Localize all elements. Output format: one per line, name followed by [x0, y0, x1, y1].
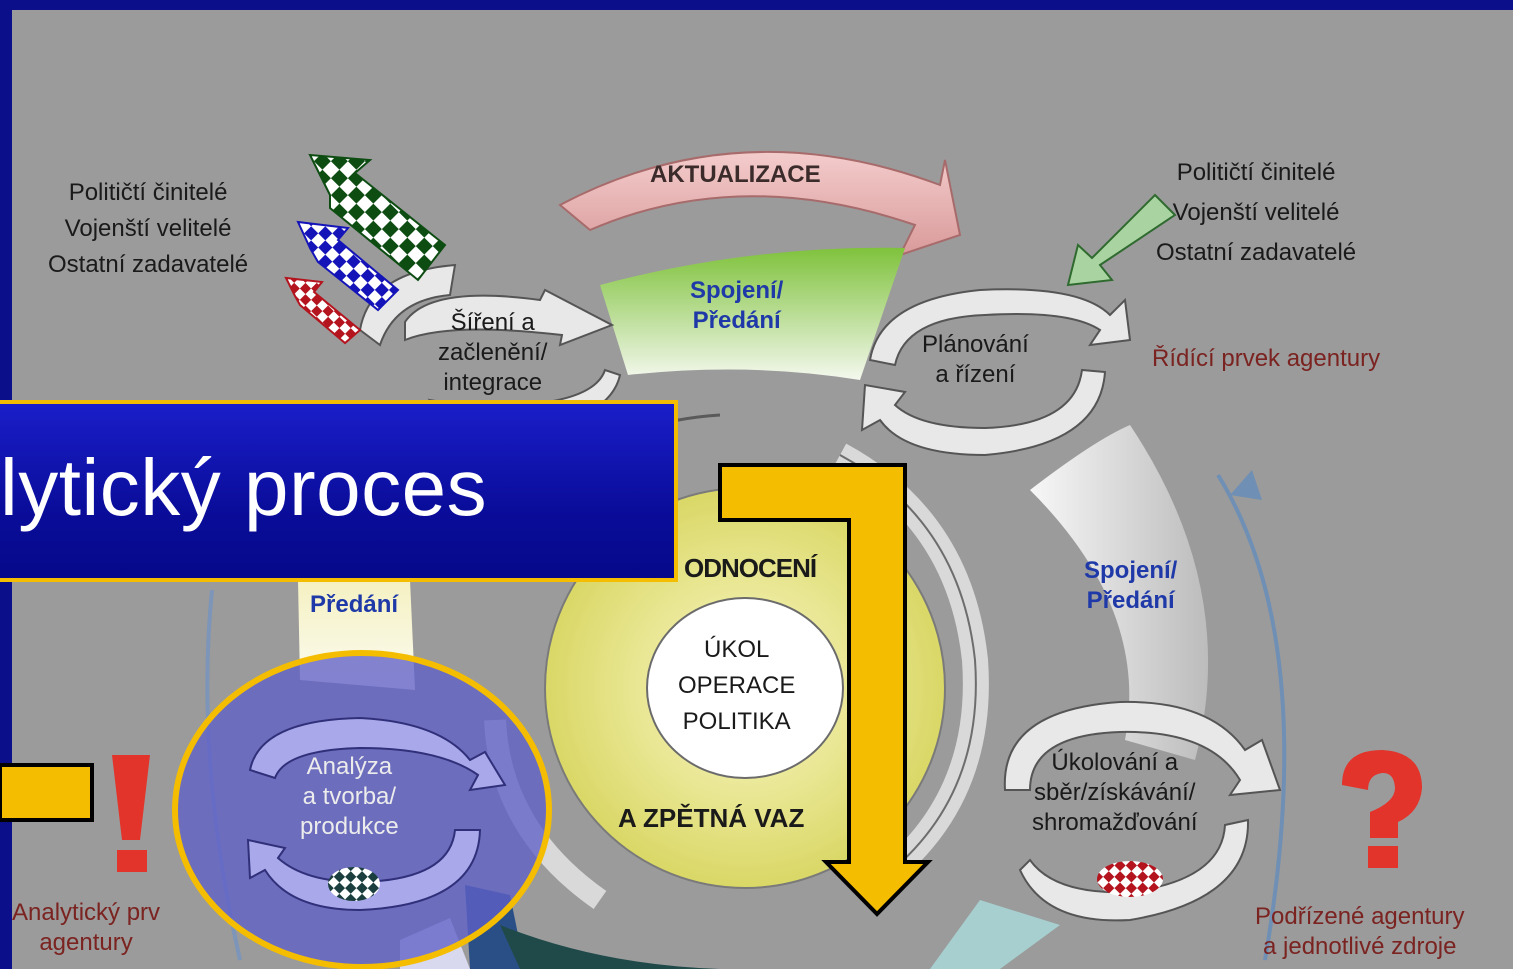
core-label: ÚKOL OPERACE POLITIKA	[678, 635, 795, 737]
planning-arrow-top	[868, 288, 1132, 367]
analytic-line: Analytický prv	[12, 899, 161, 926]
yellow-down-arrow	[718, 463, 933, 917]
analysis-line: a tvorba/	[302, 783, 397, 810]
connection-band-top	[600, 247, 905, 380]
dissemination-label: Šíření a začlenění/ integrace	[438, 308, 547, 398]
tasking-label: Úkolování a sběr/získávání/ shromažďován…	[1032, 748, 1198, 838]
bottom-band-teal	[500, 925, 720, 969]
top-right-clients: Političtí činitelé Vojenští velitelé Ost…	[1156, 158, 1356, 268]
tasking-line: Úkolování a	[1051, 749, 1179, 776]
connection-band-right	[1030, 425, 1209, 760]
analytic-line: agentury	[39, 929, 133, 956]
connection-label-left: Předání	[310, 591, 399, 618]
tasking-line: shromažďování	[1032, 809, 1198, 836]
client-line: Političtí činitelé	[1176, 159, 1336, 186]
outer-arc-right	[1216, 473, 1287, 961]
analysis-label: Analýza a tvorba/ produkce	[300, 752, 399, 842]
subordinate-line: a jednotlivé zdroje	[1263, 933, 1457, 960]
green-checkered-arrow	[308, 153, 447, 282]
tasking-line: sběr/získávání/	[1034, 779, 1196, 806]
management-element-label: Řídící prvek agentury	[1152, 345, 1381, 372]
subordinate-agencies-label: Podřízené agentury a jednotlivé zdroje	[1255, 902, 1464, 962]
connection-label-top: Spojení/ Předání	[690, 276, 783, 336]
analysis-arrow-bottom	[246, 829, 482, 912]
bottom-band-right	[930, 900, 1060, 969]
analysis-arrow-top	[248, 716, 507, 792]
exclamation-icon	[112, 755, 150, 872]
tasking-arrow-top	[1003, 700, 1282, 797]
assessment-label: ODNOCENÍ	[684, 553, 817, 583]
planning-arrow-bottom	[860, 368, 1107, 457]
analysis-checker-icon	[328, 867, 380, 901]
dissemination-line: Šíření a	[450, 309, 535, 336]
planning-line: Plánování	[922, 331, 1029, 358]
dissemination-line: integrace	[443, 369, 543, 396]
core-line: ÚKOL	[704, 636, 770, 663]
subordinate-line: Podřízené agentury	[1255, 903, 1465, 930]
connection-line: Předání	[1086, 587, 1175, 614]
feedback-label: A ZPĚTNÁ VAZ	[618, 803, 805, 833]
core-line: OPERACE	[678, 672, 796, 699]
client-line: Vojenští velitelé	[1172, 199, 1340, 226]
dissemination-line: začlenění/	[438, 339, 548, 366]
red-checkered-arrow	[284, 276, 362, 345]
planning-label: Plánování a řízení	[922, 330, 1029, 390]
checkered-output-arrows	[284, 153, 447, 345]
client-line: Vojenští velitelé	[64, 215, 232, 242]
core-circle	[646, 597, 844, 779]
analysis-highlight	[172, 650, 552, 969]
tasking-arrow-bottom	[1018, 818, 1250, 922]
connection-line: Předání	[692, 307, 781, 334]
slide-title: lytický proces	[0, 443, 488, 532]
analytic-element-label: Analytický prv agentury	[12, 898, 160, 958]
tasking-checker-icon	[1097, 861, 1163, 897]
blue-checkered-arrow	[296, 220, 400, 312]
analysis-line: Analýza	[306, 753, 393, 780]
update-arrow	[558, 150, 962, 257]
yellow-connector-left	[0, 763, 94, 822]
connection-line: Spojení/	[690, 277, 784, 304]
core-line: POLITIKA	[682, 708, 791, 735]
outer-arc-arrowhead	[1230, 470, 1262, 500]
connection-label-right: Spojení/ Předání	[1084, 556, 1177, 616]
connection-line: Spojení/	[1084, 557, 1178, 584]
top-left-clients: Političtí činitelé Vojenští velitelé Ost…	[48, 178, 248, 280]
analysis-line: produkce	[300, 813, 399, 840]
client-line: Ostatní zadavatelé	[48, 251, 249, 278]
title-banner: lytický proces	[0, 400, 678, 582]
dissemination-arrow-top	[404, 288, 615, 347]
client-line: Političtí činitelé	[68, 179, 228, 206]
planning-line: a řízení	[935, 361, 1016, 388]
client-line: Ostatní zadavatelé	[1156, 239, 1357, 266]
question-icon	[1342, 750, 1422, 868]
update-label: AKTUALIZACE	[650, 161, 821, 188]
green-input-arrow	[1066, 193, 1177, 287]
